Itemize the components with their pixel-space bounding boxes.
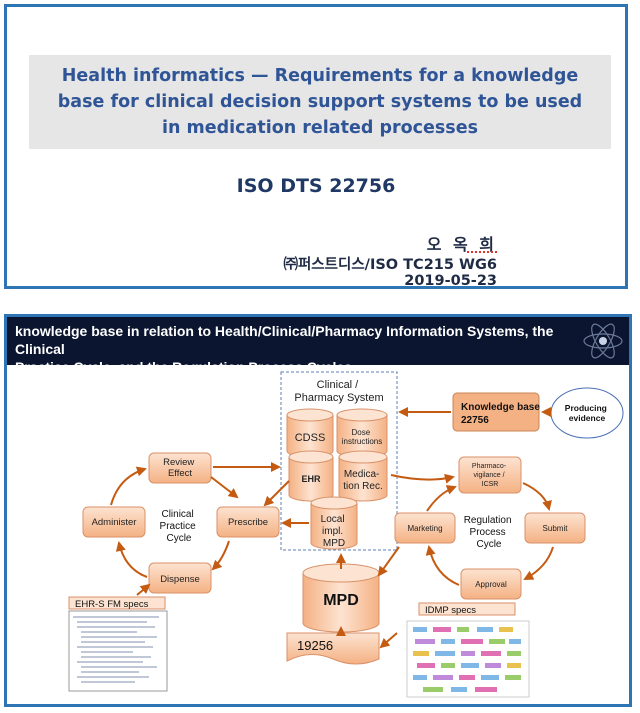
spellcheck-underline [467,251,497,253]
ehr-database: EHR [288,450,334,502]
title-box: Health informatics — Requirements for a … [29,55,611,149]
svg-text:Marketing: Marketing [407,524,442,533]
arrow-review-prescribe [210,476,239,499]
title-slide: Health informatics — Requirements for a … [4,4,628,289]
arrow-idmp-to-19256 [379,632,398,649]
svg-text:Review Effect: Review Effect [163,457,197,479]
relationship-diagram: Clinical / Pharmacy System CDSS Dose ins… [68,371,624,698]
clinical-cycle-label: Clinical Practice Cycle [160,509,199,544]
arrow-pharmacovigilance-to-submit [522,482,552,511]
iso-number: ISO DTS 22756 [236,175,396,197]
presentation-date: 2019-05-23 [404,273,497,289]
medication-label: Medica- tion Rec. [343,469,382,492]
author-name: 오 옥 희 [426,235,497,254]
header-line: Practice Cycle, and the Regulation Proce… [15,359,352,375]
prescribe-box: Prescribe [216,506,280,538]
title-line: base for clinical decision support syste… [57,92,583,112]
marketing-box: Marketing [394,512,456,544]
author-organization: ㈜퍼스트디스/ISO TC215 WG6 [283,257,497,273]
svg-text:Dispense: Dispense [160,574,200,585]
arrow-dispense-to-administer [115,541,148,578]
cdss-label: CDSS [295,432,326,444]
svg-text:19256: 19256 [297,638,333,653]
local-mpd-database: Local impl. MPD [310,496,358,550]
producing-evidence-label: Producing evidence [565,403,609,423]
medication-record-database: Medica- tion Rec. [338,450,388,502]
document-title: Health informatics — Requirements for a … [29,63,611,141]
slide-header: knowledge base in relation to Health/Cli… [7,317,629,375]
dispense-box: Dispense [148,562,212,594]
svg-text:Prescribe: Prescribe [228,517,268,528]
arrow-prescribe-to-dispense [211,540,230,571]
pharmacovigilance-box: Pharmaco- vigilance / ICSR [458,456,522,494]
arrow-approval-to-marketing [425,545,460,586]
arrow-marketing-to-mpd [377,546,400,577]
title-line: in medication related processes [162,118,478,138]
arrow-system-to-prescribe [263,480,290,507]
regulation-cycle-label: Regulation Process Cycle [464,515,515,550]
svg-text:EHR-S FM specs: EHR-S FM specs [75,599,149,610]
ehrs-fm-specs-document: EHR-S FM specs [68,596,168,692]
iso-19256-document: 19256 [286,632,380,665]
submit-box: Submit [524,512,586,544]
review-effect-box: Review Effect [148,452,212,484]
ehrs-spec-thumbnail [73,616,159,683]
svg-text:Approval: Approval [475,580,507,589]
mpd-database: MPD [302,563,380,633]
title-line: Health informatics — Requirements for a … [61,66,579,86]
approval-box: Approval [460,568,522,600]
system-title: Clinical / Pharmacy System [294,379,383,404]
arrow-marketing-to-pharmacovigilance [426,485,457,512]
dose-instructions-database: Dose instructions [336,408,388,458]
svg-text:MPD: MPD [323,592,359,609]
cdss-database: CDSS [286,408,334,458]
slide-header-title: knowledge base in relation to Health/Cli… [15,322,585,376]
arrow-system-to-pharmacovigilance [390,473,455,484]
atom-logo-icon [583,323,623,359]
svg-text:Submit: Submit [543,524,569,533]
diagram-slide: knowledge base in relation to Health/Cli… [4,314,632,707]
ehr-label: EHR [301,474,321,484]
idmp-specs-document: IDMP specs [406,602,530,698]
arrow-administer-to-review [110,466,147,506]
idmp-model-thumbnail [413,627,521,692]
knowledge-base-box [452,392,540,432]
svg-text:IDMP specs: IDMP specs [425,605,476,616]
svg-text:Pharmaco- vigilance /: Pharmaco- vigilance / ICSR [472,463,508,488]
local-mpd-label: Local impl. MPD [321,514,348,549]
arrow-ehrs-to-dispense [136,583,151,596]
administer-box: Administer [82,506,146,538]
diagram-arrows [110,407,554,649]
arrow-submit-to-approval [523,546,554,580]
header-line: knowledge base in relation to Health/Cli… [15,323,554,357]
svg-text:Administer: Administer [92,517,137,528]
knowledge-base-label: Knowledge base 22756 [461,402,543,426]
dose-label: Dose instructions [342,428,382,446]
